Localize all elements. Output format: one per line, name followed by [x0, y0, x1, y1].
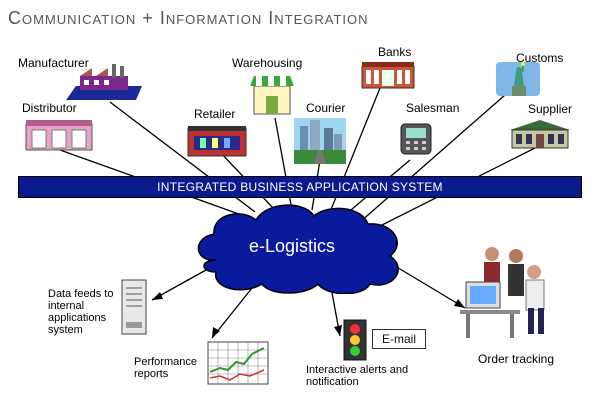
- label-retailer: Retailer: [194, 107, 236, 121]
- server-tower-icon: [121, 279, 147, 335]
- storefront-icon: [250, 76, 294, 115]
- email-badge: E-mail: [372, 329, 426, 349]
- label-salesman: Salesman: [406, 101, 460, 115]
- label-performance: Performance reports: [134, 356, 197, 380]
- label-alerts: Interactive alerts and notification: [306, 364, 409, 388]
- label-customs: Customs: [516, 51, 564, 65]
- integrated-system-banner: INTEGRATED BUSINESS APPLICATION SYSTEM: [18, 176, 582, 198]
- statue-of-liberty-icon: [496, 62, 540, 96]
- order-tracking-people-icon: [460, 247, 545, 338]
- label-warehousing: Warehousing: [232, 56, 303, 70]
- label-manufacturer: Manufacturer: [18, 56, 89, 70]
- label-supplier: Supplier: [528, 102, 573, 116]
- factory-icon: [66, 64, 142, 100]
- label-courier: Courier: [306, 101, 346, 115]
- traffic-light-icon: [343, 319, 367, 361]
- label-data-feeds: Data feeds to internal applications syst…: [48, 288, 114, 336]
- performance-chart-icon: [207, 341, 269, 385]
- cloud-shape: [197, 204, 399, 294]
- diagram-title: Communication + Information Integration: [8, 8, 369, 28]
- handheld-device-icon: [400, 123, 432, 155]
- retail-store-icon: [187, 126, 247, 157]
- label-order-tracking: Order tracking: [478, 352, 555, 366]
- city-road-icon: [294, 118, 346, 164]
- label-distributor: Distributor: [22, 101, 77, 115]
- label-banks: Banks: [378, 45, 412, 59]
- supplier-building-icon: [510, 120, 570, 149]
- warehouse-building-icon: [25, 120, 93, 151]
- center-label: e-Logistics: [248, 236, 336, 256]
- bank-building-icon: [361, 62, 415, 89]
